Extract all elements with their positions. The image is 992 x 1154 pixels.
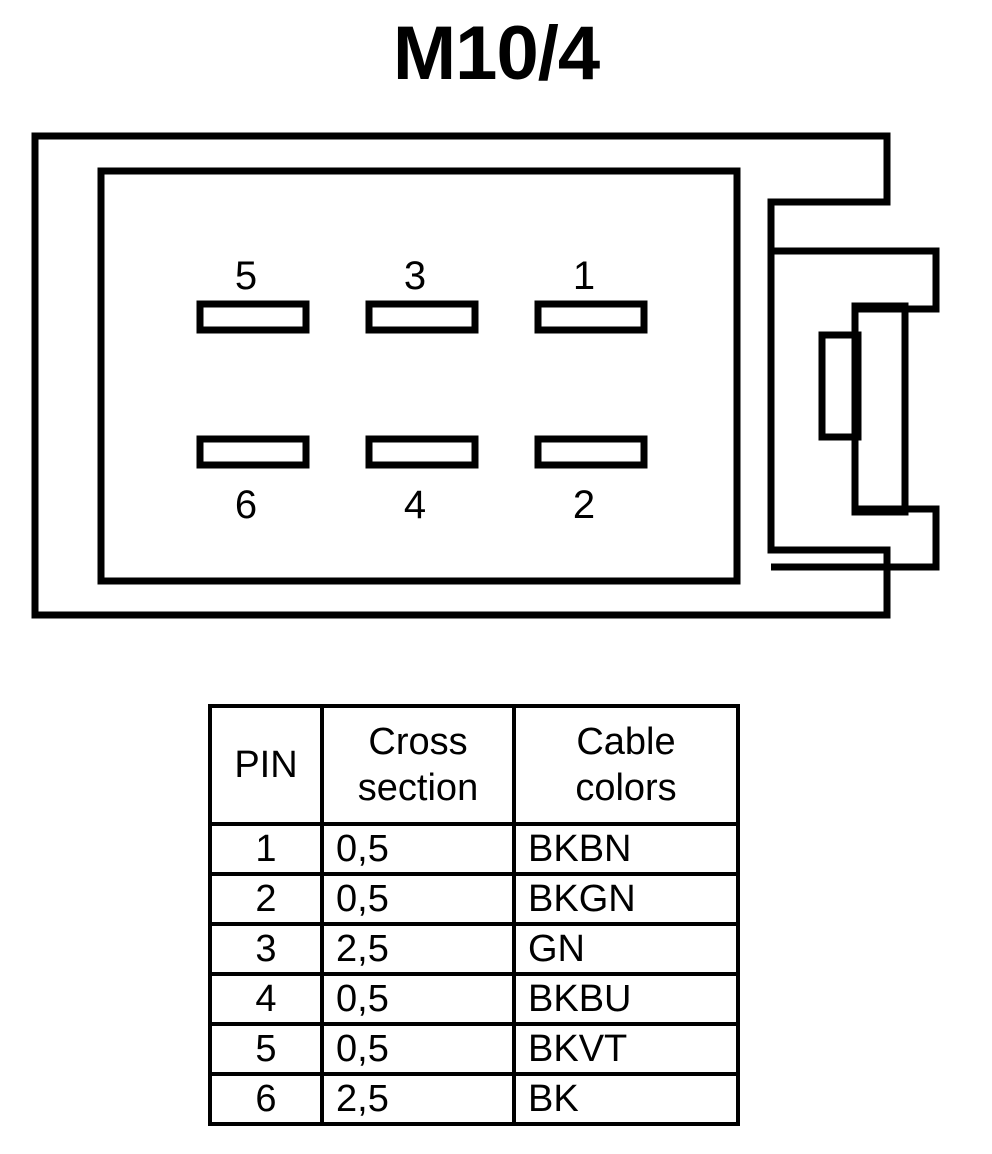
cell-pin: 3	[208, 922, 324, 976]
cell-cross-section: 2,5	[320, 1072, 516, 1126]
table-row: 1 0,5 BKBN	[208, 822, 740, 876]
page-title: M10/4	[392, 11, 600, 96]
pin-number-label-2: 2	[572, 483, 596, 527]
table-row: 6 2,5 BK	[208, 1072, 740, 1126]
column-header-pin: PIN	[208, 704, 324, 826]
cell-cross-section: 0,5	[320, 972, 516, 1026]
cell-pin: 2	[208, 872, 324, 926]
column-header-cross-section: Cross section	[320, 704, 516, 826]
cell-cable-colors: BKBU	[512, 972, 740, 1026]
connector-outline-svg	[31, 132, 940, 619]
pin-slot-2[interactable]	[534, 435, 648, 469]
cell-pin: 1	[208, 822, 324, 876]
pin-slot-1[interactable]	[534, 300, 648, 334]
pin-slot-6[interactable]	[196, 435, 310, 469]
housing-outer-outline	[31, 132, 891, 619]
cell-pin: 5	[208, 1022, 324, 1076]
cell-pin: 4	[208, 972, 324, 1026]
pin-number-label-4: 4	[403, 483, 427, 527]
pin-slot-5[interactable]	[196, 300, 310, 334]
column-header-cable-colors-line2: colors	[575, 767, 677, 809]
cell-cable-colors: BK	[512, 1072, 740, 1126]
cell-cross-section: 0,5	[320, 1022, 516, 1076]
cell-pin: 6	[208, 1072, 324, 1126]
pin-number-label-1: 1	[572, 254, 596, 298]
cell-cross-section: 0,5	[320, 822, 516, 876]
pin-number-label-6: 6	[234, 483, 258, 527]
pin-slot-3[interactable]	[365, 300, 479, 334]
housing-inner-cavity	[97, 167, 741, 585]
cell-cross-section: 0,5	[320, 872, 516, 926]
pin-slot-4[interactable]	[365, 435, 479, 469]
pin-number-label-3: 3	[403, 254, 427, 298]
column-header-cable-colors-line1: Cable	[576, 721, 676, 763]
cell-cable-colors: GN	[512, 922, 740, 976]
table-row: 4 0,5 BKBU	[208, 972, 740, 1026]
table-header-row: PIN Cross section Cable colors	[208, 704, 740, 826]
latch-center-tongue	[851, 302, 909, 516]
latch-inner-tab	[818, 331, 862, 441]
column-header-cross-section-line1: Cross	[368, 721, 468, 763]
pin-number-label-5: 5	[234, 254, 258, 298]
cell-cable-colors: BKGN	[512, 872, 740, 926]
column-header-cable-colors: Cable colors	[512, 704, 740, 826]
column-header-pin-text: PIN	[234, 744, 298, 786]
cell-cable-colors: BKBN	[512, 822, 740, 876]
cell-cross-section: 2,5	[320, 922, 516, 976]
column-header-cross-section-line2: section	[357, 767, 479, 809]
table-row: 5 0,5 BKVT	[208, 1022, 740, 1076]
pinout-table: PIN Cross section Cable colors 1 0,5 BKB…	[208, 704, 740, 1126]
cell-cable-colors: BKVT	[512, 1022, 740, 1076]
table-row: 2 0,5 BKGN	[208, 872, 740, 926]
connector-diagram: 5 3 1 6 4 2	[0, 120, 992, 650]
table-row: 3 2,5 GN	[208, 922, 740, 976]
